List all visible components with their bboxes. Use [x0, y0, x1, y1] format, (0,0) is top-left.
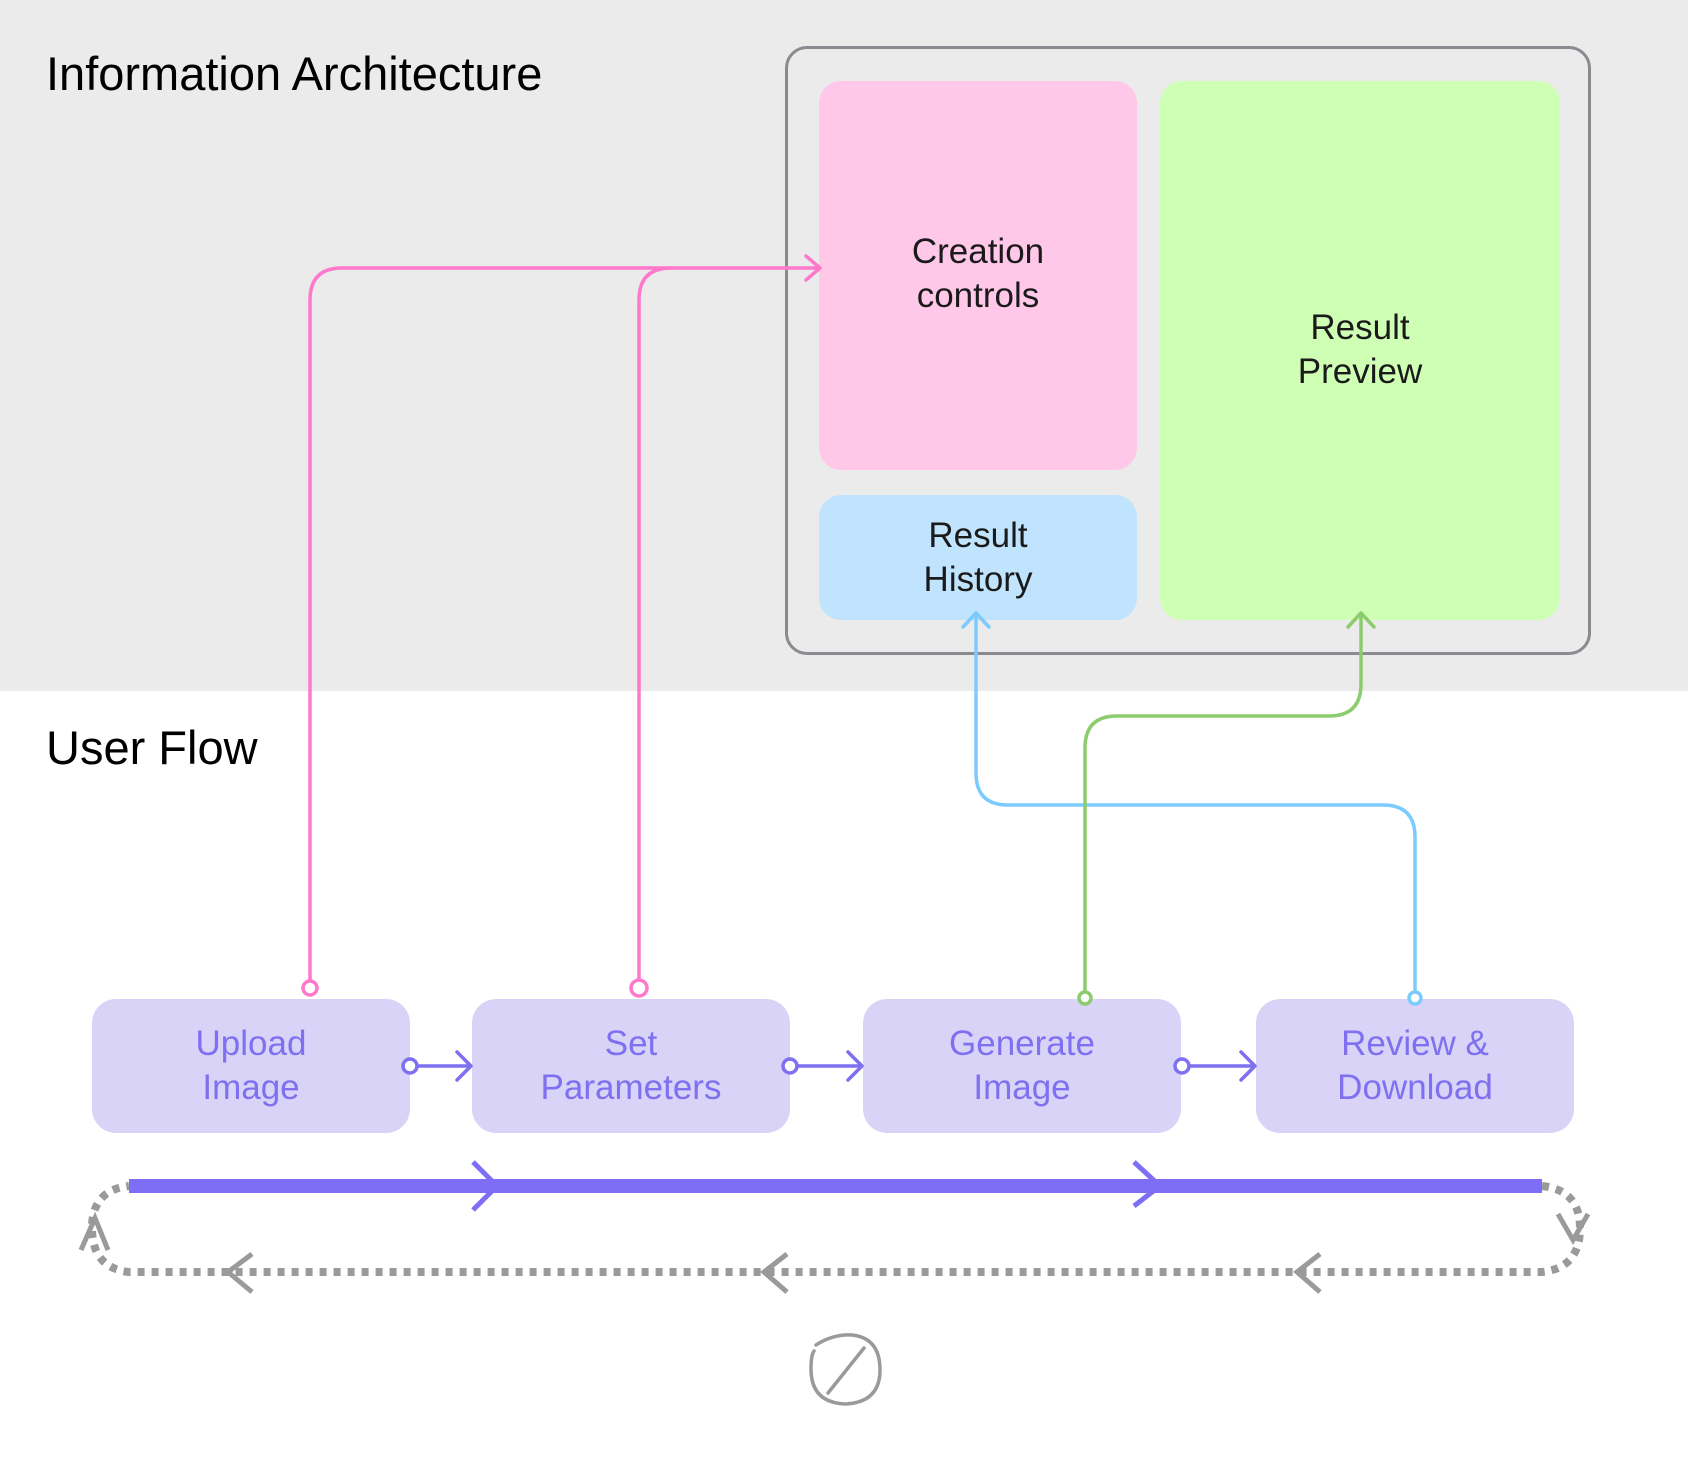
chevron-left-icon: [1293, 1252, 1322, 1294]
flow-arrow-generate-to-review: [1173, 1050, 1257, 1082]
chevron-right-icon: [1132, 1160, 1164, 1208]
flow-arrow-parameters-to-generate: [781, 1050, 864, 1082]
no-entry-slash-circle-icon[interactable]: [809, 1333, 882, 1406]
flow-step-label: Generate Image: [949, 1024, 1095, 1107]
connector-origin-dot: [629, 978, 649, 998]
result-history-label: Result History: [923, 515, 1033, 599]
flow-step-review-download[interactable]: Review & Download: [1256, 999, 1574, 1133]
flow-step-upload-image[interactable]: Upload Image: [92, 999, 410, 1133]
creation-controls-panel[interactable]: Creation controls: [819, 81, 1137, 470]
flow-arrow-upload-to-parameters: [401, 1050, 473, 1082]
chevron-up-icon: [78, 1211, 111, 1252]
main-flow-path: [129, 1160, 1542, 1212]
result-history-panel[interactable]: Result History: [819, 495, 1137, 620]
connector-origin-dot: [301, 979, 319, 997]
flow-step-label: Set Parameters: [540, 1024, 722, 1107]
arrowhead-icon: [1239, 1050, 1257, 1082]
creation-controls-label: Creation controls: [911, 232, 1045, 315]
flow-step-label: Review & Download: [1337, 1024, 1493, 1107]
arrowhead-icon: [846, 1050, 864, 1082]
chevron-right-icon: [471, 1160, 501, 1212]
result-preview-label: Result Preview: [1297, 308, 1423, 391]
flow-step-set-parameters[interactable]: Set Parameters: [472, 999, 790, 1133]
flow-step-label: Upload Image: [195, 1024, 307, 1107]
user-flow-title: User Flow: [46, 721, 258, 774]
flow-step-generate-image[interactable]: Generate Image: [863, 999, 1181, 1133]
chevron-down-icon: [1555, 1212, 1591, 1246]
information-architecture-title: Information Architecture: [46, 47, 543, 100]
loop-back-path: [87, 1182, 1585, 1276]
result-preview-panel[interactable]: Result Preview: [1160, 81, 1560, 620]
chevron-left-icon: [760, 1252, 789, 1294]
arrowhead-icon: [455, 1050, 473, 1082]
chevron-left-icon: [223, 1252, 254, 1294]
